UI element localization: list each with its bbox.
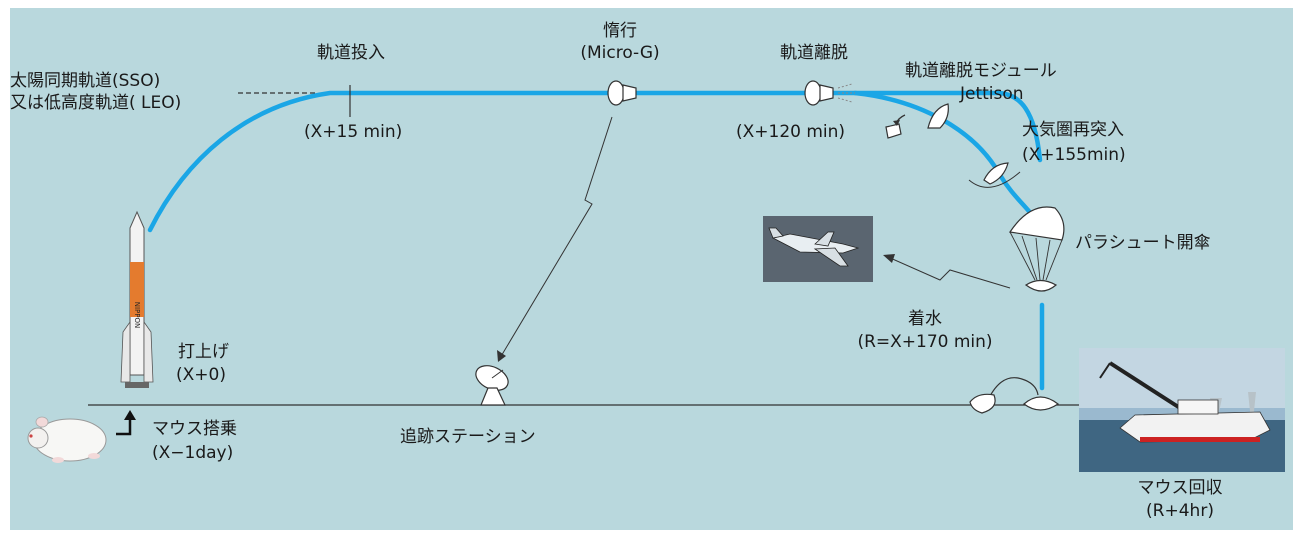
capsule-jettison-icon [927, 103, 949, 129]
trajectory-line [147, 90, 1043, 233]
splashdown-title: 着水 [908, 309, 942, 329]
recovery-title: マウス回収 [1137, 478, 1223, 498]
floating-capsule-icon [969, 377, 1060, 414]
tracking-station-title: 追跡ステーション [400, 427, 536, 447]
deorbit-module-title: 軌道離脱モジュール [905, 61, 1057, 81]
tracking-antenna-icon [475, 365, 509, 406]
mouse-icon [27, 416, 107, 463]
reentry-capsule-icon [968, 162, 1021, 188]
boarding-time: (X−1day) [152, 443, 234, 463]
parachute-icon [1008, 206, 1065, 292]
aircraft-photo [763, 216, 873, 282]
boarding-arrow-icon [116, 410, 136, 436]
launch-time: (X+0) [176, 365, 226, 385]
splashdown-time: (R=X+170 min) [857, 332, 993, 352]
launch-title: 打上げ [178, 342, 229, 362]
capsule-deorbit-icon [804, 80, 855, 106]
orbit-insertion-time: (X+15 min) [304, 122, 403, 142]
rocket-logo-text: NIPPON [133, 302, 141, 329]
rocket-icon: NIPPON [120, 210, 154, 388]
recovery-ship-photo [1079, 348, 1285, 472]
reentry-title: 大気圏再突入 [1022, 120, 1124, 140]
orbit-insertion-title: 軌道投入 [317, 43, 385, 63]
coast-title: 惰行 [603, 21, 637, 41]
recovery-time: (R+4hr) [1146, 501, 1214, 521]
deorbit-time: (X+120 min) [736, 122, 846, 142]
boarding-title: マウス搭乗 [152, 419, 237, 439]
reentry-time: (X+155min) [1022, 145, 1126, 165]
jettison-module-icon [885, 114, 906, 139]
capsule-coast-icon [607, 80, 637, 106]
deorbit-module-sub: Jettison [960, 84, 1024, 104]
orbit-label-line-2: 又は低高度軌道( LEO) [10, 93, 182, 113]
parachute-title: パラシュート開傘 [1075, 233, 1211, 253]
orbit-label-line-1: 太陽同期軌道(SSO) [10, 71, 161, 91]
telemetry-link [497, 116, 613, 362]
trajectory-descent [852, 90, 1045, 233]
coast-sub: (Micro-G) [580, 43, 660, 63]
aircraft-link [883, 254, 1011, 289]
deorbit-title: 軌道離脱 [780, 43, 848, 63]
